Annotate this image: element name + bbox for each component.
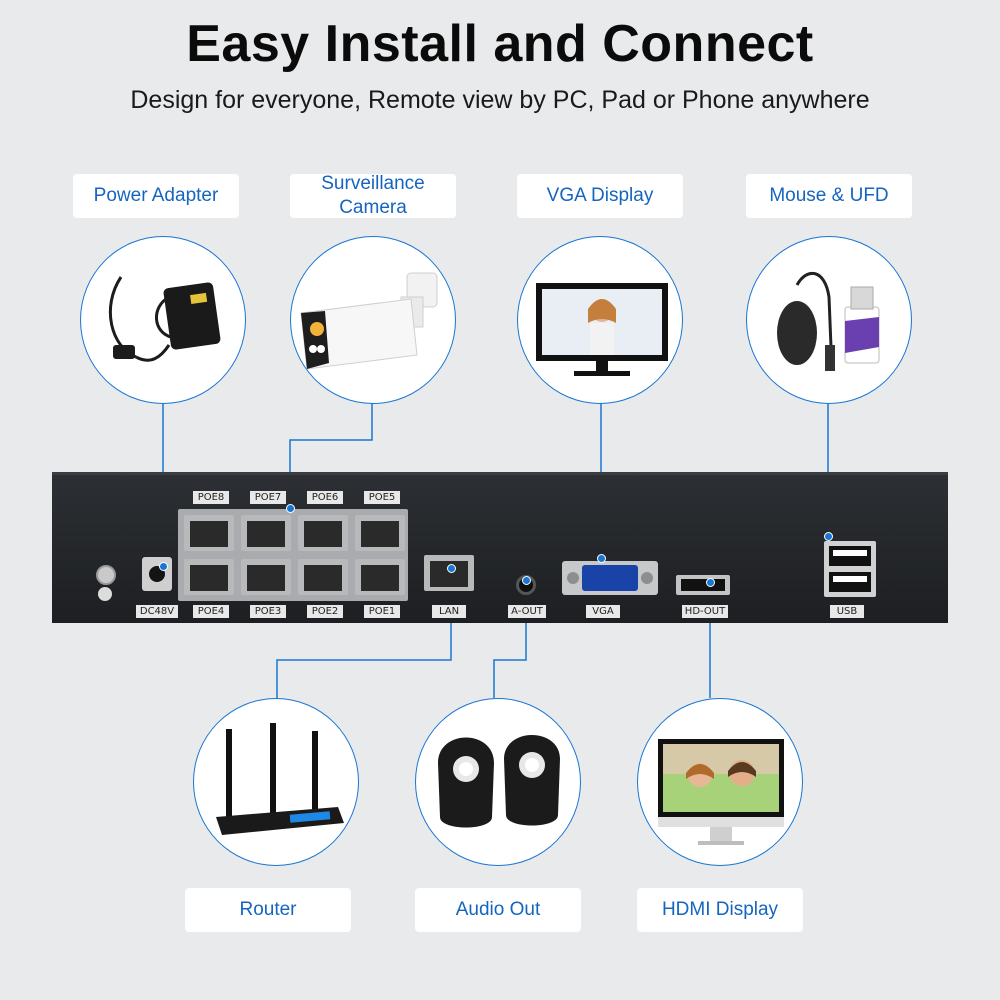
label-poe1: POE1 bbox=[364, 605, 400, 618]
dot-vga bbox=[597, 554, 606, 563]
label-router: Router bbox=[185, 888, 351, 932]
label-audio-out: A-OUT bbox=[508, 605, 546, 618]
label-poe8: POE8 bbox=[193, 491, 229, 504]
ground-symbol-icon bbox=[98, 587, 112, 601]
dot-power bbox=[159, 562, 168, 571]
page-title: Easy Install and Connect bbox=[186, 15, 814, 73]
poe8-port bbox=[184, 515, 234, 551]
label-hdmi-display: HDMI Display bbox=[637, 888, 803, 932]
dot-usb bbox=[824, 532, 833, 541]
label-surveillance-camera: Surveillance Camera bbox=[290, 173, 456, 218]
hdmi-display-bubble bbox=[637, 698, 803, 866]
label-poe3: POE3 bbox=[250, 605, 286, 618]
poe2-port bbox=[298, 559, 348, 595]
label-vga-display: VGA Display bbox=[517, 174, 683, 218]
hdmi-port bbox=[676, 575, 730, 595]
monitor-icon bbox=[536, 283, 668, 376]
page-subtitle: Design for everyone, Remote view by PC, … bbox=[130, 86, 870, 114]
poe1-port bbox=[355, 559, 405, 595]
poe6-port bbox=[298, 515, 348, 551]
poe3-port bbox=[241, 559, 291, 595]
dot-hdmi bbox=[706, 578, 715, 587]
router-icon bbox=[216, 723, 344, 835]
poe5-port bbox=[355, 515, 405, 551]
label-poe4: POE4 bbox=[193, 605, 229, 618]
label-dc48v: DC48V bbox=[136, 605, 178, 618]
nvr-back-panel: DC48V POE8 POE7 POE6 POE5 POE4 POE3 POE2… bbox=[52, 472, 948, 623]
label-poe7: POE7 bbox=[250, 491, 286, 504]
power-adapter-bubble bbox=[80, 236, 246, 404]
label-poe2: POE2 bbox=[307, 605, 343, 618]
label-mouse-ufd: Mouse & UFD bbox=[746, 174, 912, 218]
usb-ports bbox=[824, 541, 876, 597]
audio-out-bubble bbox=[415, 698, 581, 866]
hdmi-monitor-icon bbox=[658, 739, 784, 845]
ground-screw bbox=[96, 565, 116, 585]
label-power-adapter: Power Adapter bbox=[73, 174, 239, 218]
label-usb: USB bbox=[830, 605, 864, 618]
dot-lan bbox=[447, 564, 456, 573]
label-hd-out: HD-OUT bbox=[682, 605, 728, 618]
speakers-icon bbox=[438, 735, 560, 828]
camera-bubble bbox=[290, 236, 456, 404]
router-bubble bbox=[193, 698, 359, 866]
lan-port bbox=[424, 555, 474, 591]
label-poe5: POE5 bbox=[364, 491, 400, 504]
label-poe6: POE6 bbox=[307, 491, 343, 504]
label-vga: VGA bbox=[586, 605, 620, 618]
dot-poe bbox=[286, 504, 295, 513]
dc-power-jack bbox=[142, 557, 172, 591]
dot-audio bbox=[522, 576, 531, 585]
mouse-ufd-bubble bbox=[746, 236, 912, 404]
bullet-camera-icon bbox=[300, 272, 438, 370]
mouse-usb-drive-icon bbox=[777, 271, 880, 371]
label-lan: LAN bbox=[432, 605, 466, 618]
poe7-port bbox=[241, 515, 291, 551]
vga-display-bubble bbox=[517, 236, 683, 404]
label-audio-out: Audio Out bbox=[415, 888, 581, 932]
power-adapter-icon bbox=[108, 276, 221, 362]
poe4-port bbox=[184, 559, 234, 595]
vga-port bbox=[562, 561, 658, 595]
